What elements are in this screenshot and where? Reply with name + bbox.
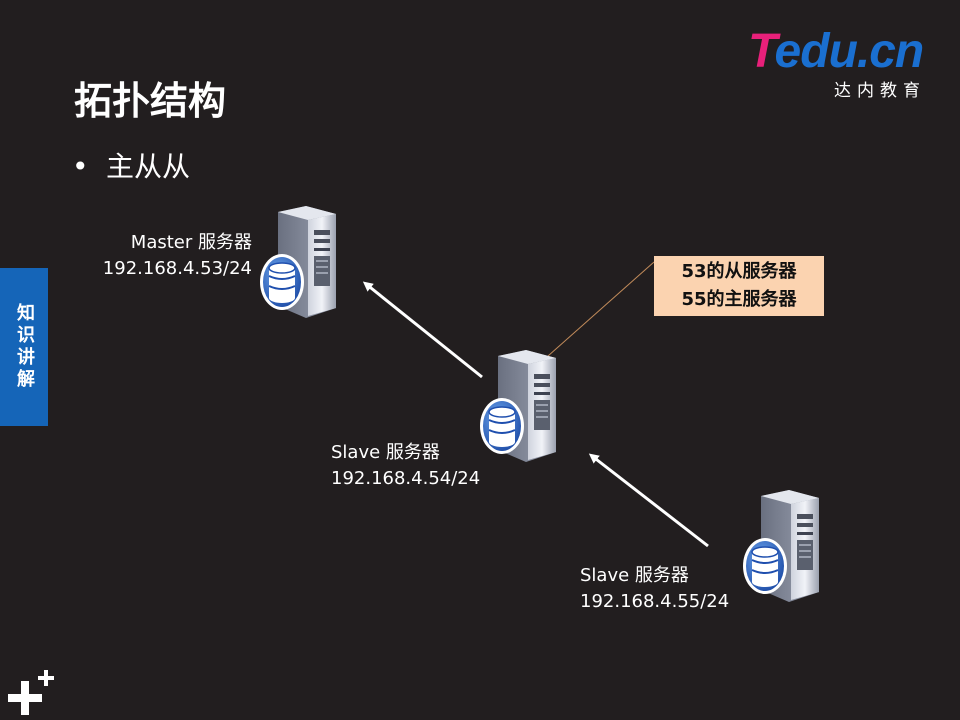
slave2-label: Slave 服务器 192.168.4.55/24	[580, 563, 729, 615]
master-label: Master 服务器 192.168.4.53/24	[60, 230, 252, 282]
callout-line-2: 55的主服务器	[681, 289, 797, 310]
bullet-dot-icon: •	[72, 150, 89, 183]
master-name: Master 服务器	[130, 232, 252, 253]
master-ip: 192.168.4.53/24	[102, 258, 252, 279]
slave2-ip: 192.168.4.55/24	[580, 591, 730, 612]
logo-subtitle: 达内教育	[834, 81, 926, 101]
side-tab-label: 知识讲解	[14, 303, 35, 391]
master-server-icon	[258, 204, 348, 324]
slave1-ip: 192.168.4.54/24	[331, 468, 481, 489]
slide-title: 拓扑结构	[74, 79, 227, 123]
slave1-name: Slave 服务器	[331, 442, 440, 463]
callout-box: 53的从服务器 55的主服务器	[654, 256, 824, 316]
slave2-name: Slave 服务器	[580, 565, 689, 586]
slave2-server-icon	[741, 488, 831, 608]
plus-icon	[8, 670, 54, 715]
slave1-server-icon	[478, 348, 568, 468]
logo-wordmark: Tedu.cn	[748, 25, 924, 78]
bullet-item: • 主从从	[72, 145, 190, 185]
bullet-text: 主从从	[106, 150, 191, 183]
slave1-label: Slave 服务器 192.168.4.54/24	[331, 440, 480, 492]
arrow-slave1-to-master	[362, 281, 483, 379]
arrow-slave2-to-slave1	[588, 453, 709, 548]
side-tab: 知识讲解	[0, 268, 48, 426]
callout-line-1: 53的从服务器	[681, 261, 797, 282]
tedu-logo: Tedu.cn 达内教育	[748, 25, 938, 102]
callout-leader-line	[547, 261, 655, 357]
